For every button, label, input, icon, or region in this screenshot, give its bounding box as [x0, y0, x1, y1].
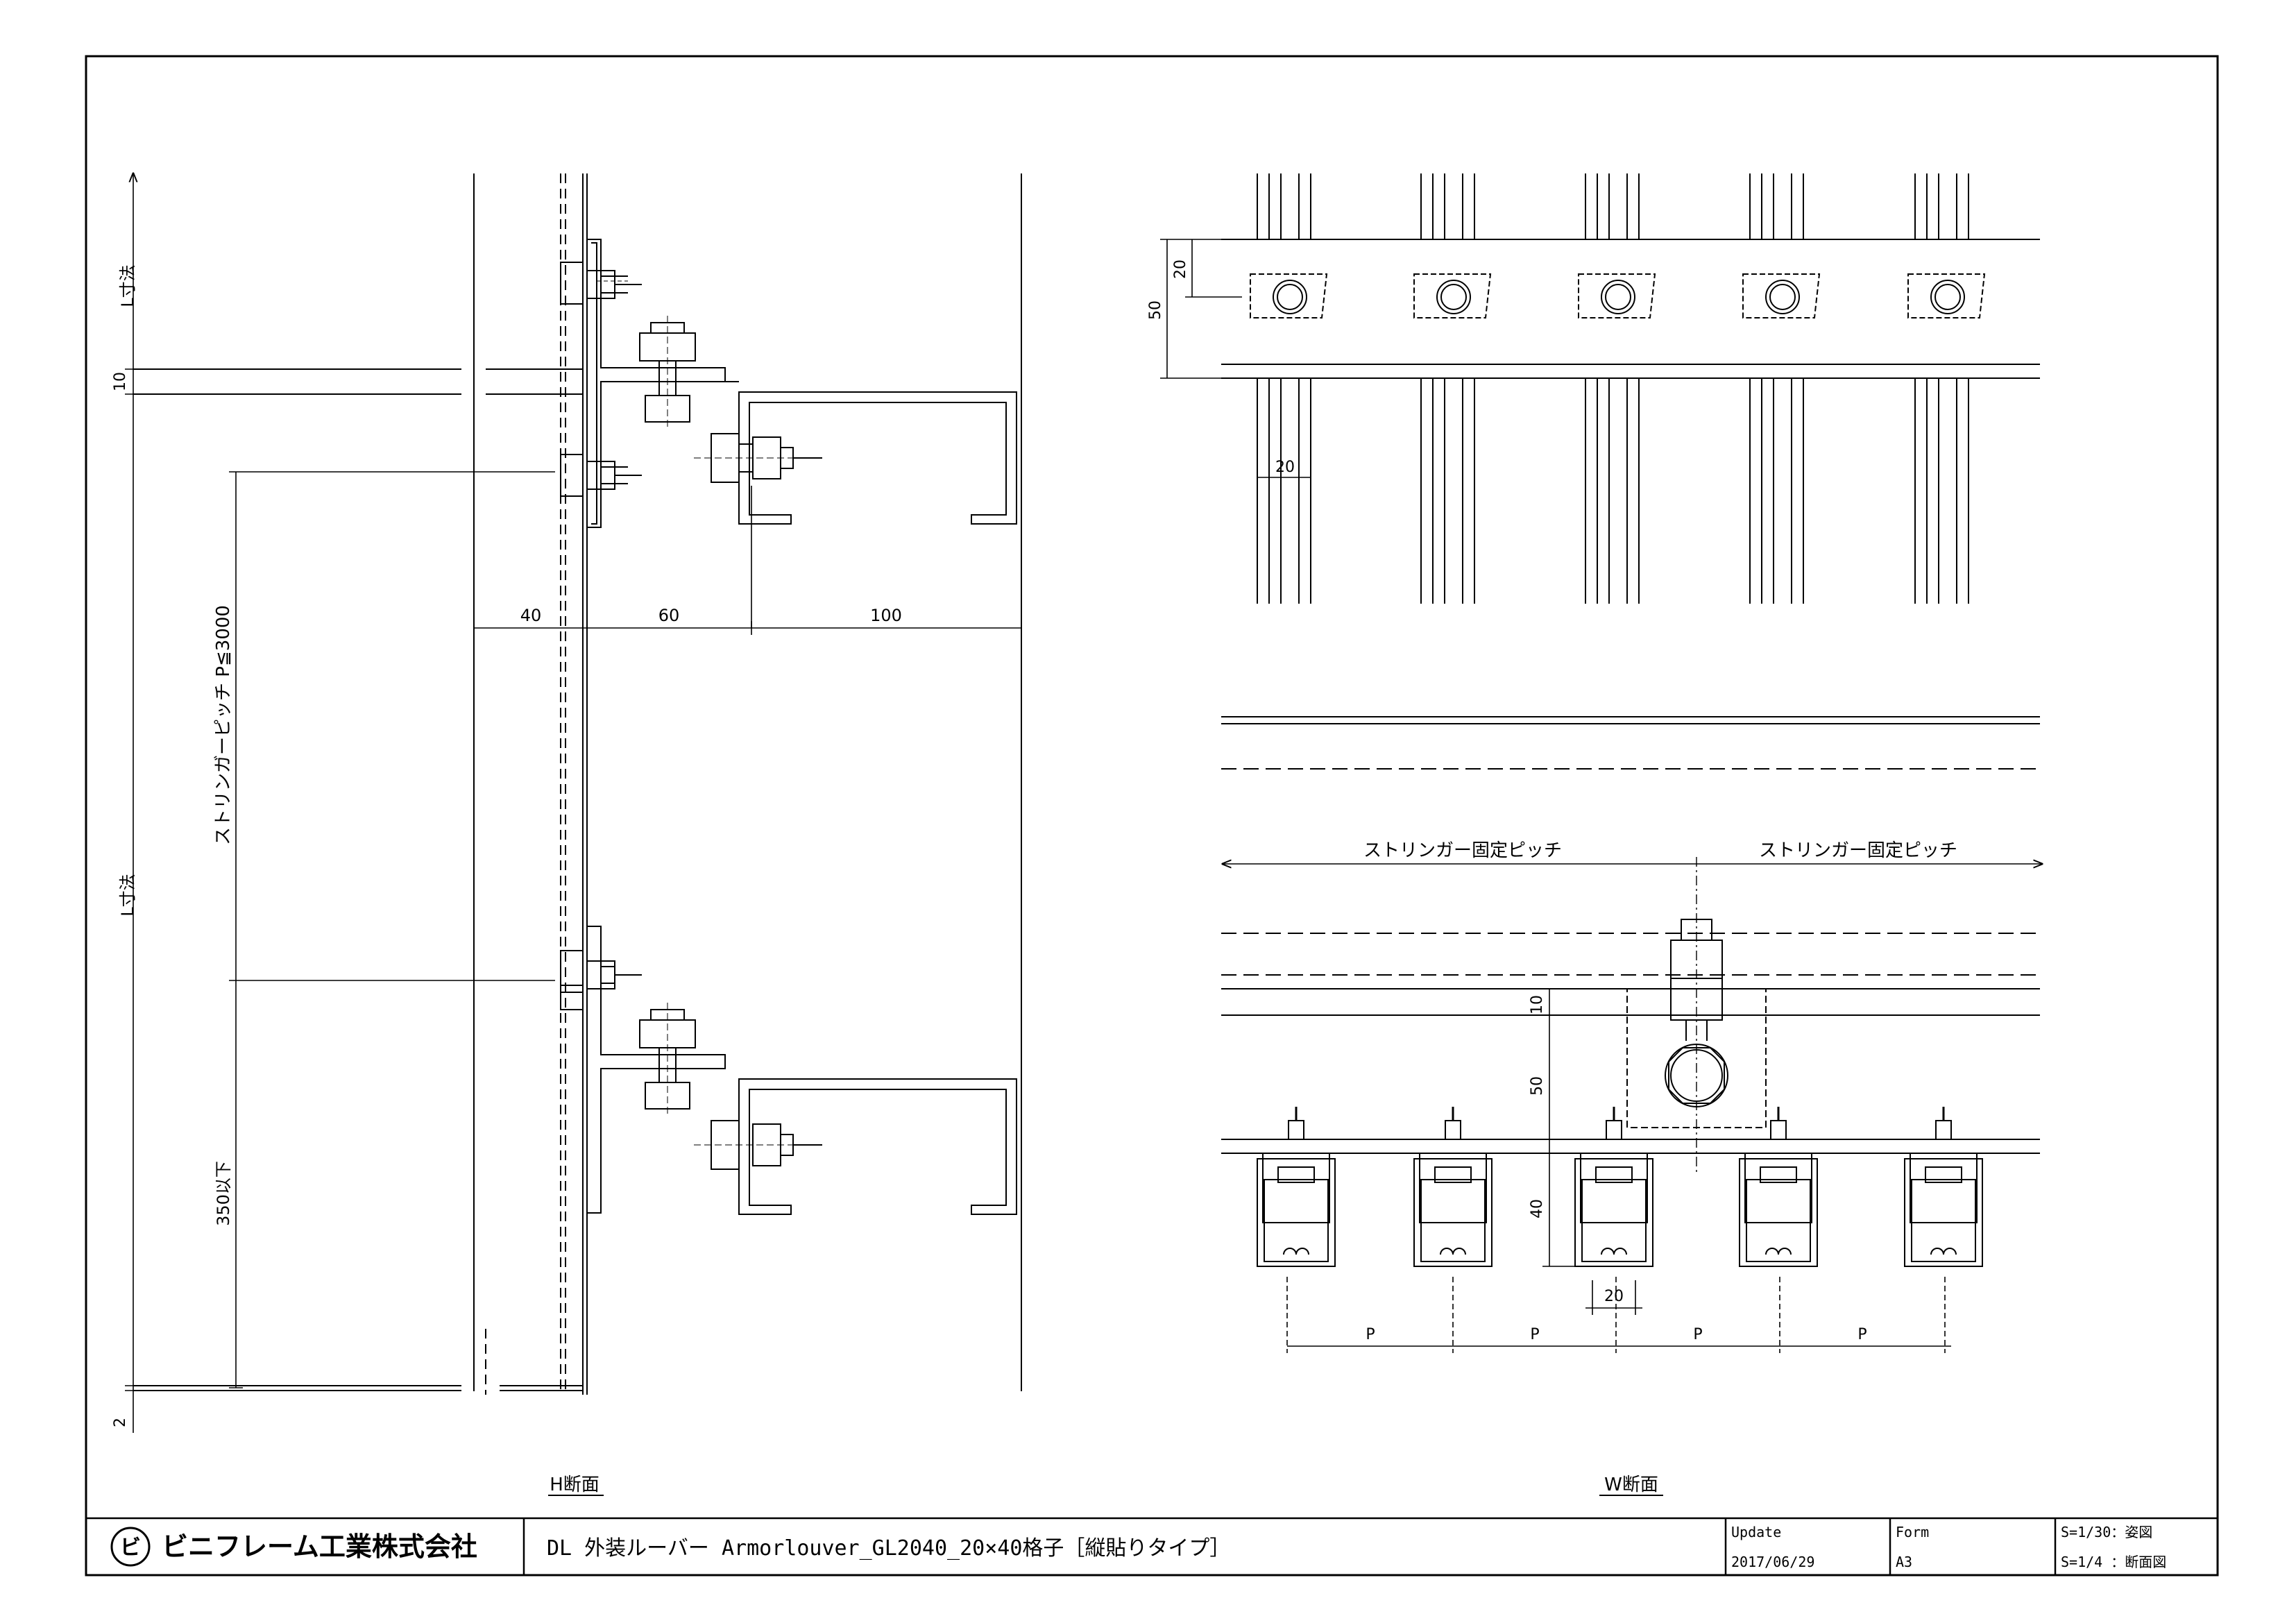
- dim-l-main: L寸法: [118, 874, 137, 916]
- logo-mark: ビ: [120, 1536, 141, 1560]
- drawing-frame: [85, 55, 2219, 1577]
- drawing-title: DL 外装ルーバー Armorlouver_GL2040_20×40格子［縦貼り…: [547, 1536, 1230, 1561]
- dim-20-top: 20: [1172, 260, 1189, 279]
- dim-fix-pitch-right: ストリンガー固定ピッチ: [1759, 840, 1957, 861]
- w-plan-view: [1221, 173, 2040, 604]
- dim-p-2: P: [1530, 1326, 1539, 1343]
- w-section-label: W断面: [1604, 1475, 1658, 1495]
- dim-20-bottom: 20: [1604, 1288, 1624, 1305]
- form-label: Form: [1896, 1524, 1929, 1540]
- dim-p-1: P: [1366, 1326, 1375, 1343]
- dim-10-left: 10: [112, 372, 129, 391]
- update-label: Update: [1731, 1524, 1781, 1540]
- dim-l-top: L寸法: [118, 264, 137, 307]
- h-section-label: H断面: [550, 1475, 599, 1495]
- dim-50-top: 50: [1147, 300, 1164, 320]
- h-section-dimensions: [125, 173, 1022, 1433]
- dim-40: 40: [520, 606, 542, 625]
- company-name: ビニフレーム工業株式会社: [162, 1531, 477, 1562]
- update-value: 2017/06/29: [1731, 1554, 1814, 1570]
- dim-60: 60: [658, 606, 680, 625]
- dim-p-3: P: [1693, 1326, 1702, 1343]
- h-section-view: [133, 173, 1022, 1395]
- company-logo: ビ: [110, 1527, 151, 1567]
- dim-40-right: 40: [1529, 1199, 1546, 1218]
- dim-20-mid: 20: [1275, 459, 1295, 476]
- dim-p-4: P: [1857, 1326, 1866, 1343]
- dim-2: 2: [112, 1418, 129, 1427]
- w-plan-dimensions: [1160, 239, 1311, 478]
- dim-50-right: 50: [1529, 1076, 1546, 1096]
- form-value: A3: [1896, 1554, 1912, 1570]
- dim-100: 100: [870, 606, 902, 625]
- scale-1: S=1/30：姿図: [2061, 1524, 2152, 1540]
- dim-10-right: 10: [1529, 995, 1546, 1014]
- dim-350: 350以下: [214, 1161, 233, 1226]
- dim-stringer-pitch: ストリンガーピッチ P≦3000: [213, 605, 234, 845]
- dim-fix-pitch-left: ストリンガー固定ピッチ: [1363, 840, 1562, 861]
- w-section-dimensions: [1223, 864, 2042, 1353]
- title-block: [86, 1517, 2218, 1575]
- w-section-view: [1221, 716, 2040, 1267]
- scale-2: S=1/4 ：断面図: [2061, 1554, 2166, 1570]
